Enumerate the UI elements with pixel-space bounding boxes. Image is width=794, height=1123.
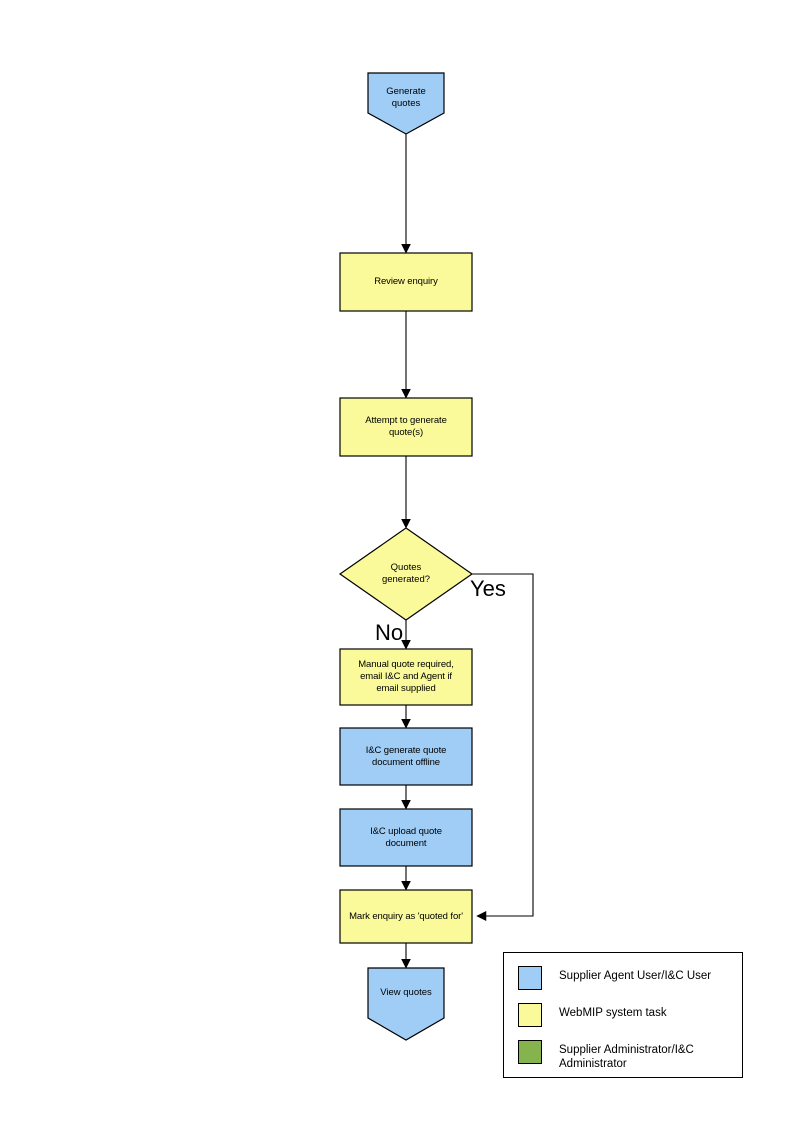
node-shape-ic-generate-doc [339,727,473,786]
node-label-ic-generate-doc: I&C generate quote document offline [365,744,447,768]
node-label-attempt-generate: Attempt to generate quote(s) [365,415,447,438]
legend: Supplier Agent User/I&C User WebMIP syst… [503,952,743,1078]
legend-swatch-user-task [518,966,542,990]
node-shape-quotes-generated [338,527,474,621]
legend-label-user-task: Supplier Agent User/I&C User [559,970,712,982]
node-label-review-enquiry: Review enquiry [374,276,438,287]
legend-item-admin-task: Supplier Administrator/I&C Administrator [518,1040,694,1071]
branch-label-no: No [375,620,404,645]
legend-swatch-system-task [518,1003,542,1027]
node-label-view-quotes: View quotes [380,987,432,998]
node-label-generate-quotes: Generate quotes [386,86,426,109]
node-mark-quoted-for[interactable]: Mark enquiry as 'quoted for' [340,890,472,943]
legend-item-system-task: WebMIP system task [518,1003,667,1027]
legend-item-user-task: Supplier Agent User/I&C User [518,966,711,990]
node-shape-manual-quote [339,648,473,706]
node-label-ic-upload-doc: I&C upload quote document [370,825,442,849]
node-label-quotes-generated: Quotes generated? [381,562,431,585]
node-ic-upload-doc[interactable]: I&C upload quote document [340,809,472,866]
legend-label-admin-task: Supplier Administrator/I&C Administrator [559,1044,694,1070]
node-generate-quotes[interactable]: Generate quotes [368,73,444,123]
legend-label-system-task: WebMIP system task [559,1007,667,1019]
node-shape-mark-quoted-for [339,889,473,944]
connector-group [401,133,534,969]
branch-label-yes: Yes [470,576,506,601]
node-shape-attempt-generate [339,397,473,457]
node-quotes-generated[interactable]: Quotes generated? [356,548,456,600]
node-view-quotes[interactable]: View quotes [368,968,444,1018]
node-label-mark-quoted-for: Mark enquiry as 'quoted for' [349,910,463,922]
node-shape-view-quotes [367,967,445,1041]
node-manual-quote[interactable]: Manual quote required, email I&C and Age… [340,649,472,705]
legend-swatch-admin-task [518,1040,542,1064]
node-shape-generate-quotes [367,72,445,135]
node-shape-review-enquiry [339,252,473,312]
node-review-enquiry[interactable]: Review enquiry [340,253,472,311]
node-attempt-generate[interactable]: Attempt to generate quote(s) [340,398,472,456]
connector-decision-yes-to-mark [472,573,534,921]
node-ic-generate-doc[interactable]: I&C generate quote document offline [340,728,472,785]
node-shape-ic-upload-doc [339,808,473,867]
node-label-manual-quote: Manual quote required, email I&C and Age… [358,659,454,694]
